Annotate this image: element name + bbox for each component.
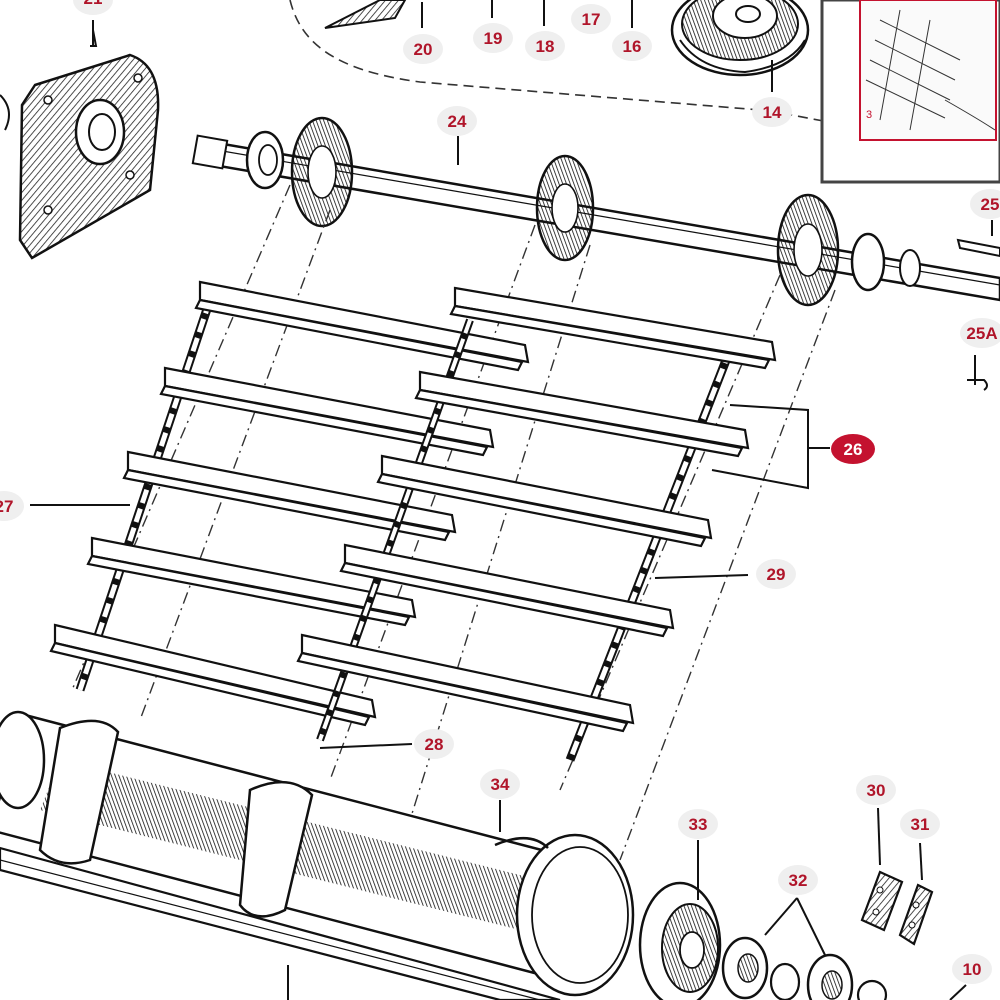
callout-17[interactable]: 17 [571,4,611,34]
right-chain-slat-assembly [296,286,777,762]
callout-24[interactable]: 24 [437,106,477,136]
callout-14[interactable]: 14 [752,97,792,127]
end-flange [638,881,722,1000]
callout-19[interactable]: 19 [473,23,513,53]
bearing-plate [0,29,160,260]
sprocket-right [776,193,840,307]
drum-roller [0,710,635,997]
bearing-nuts [721,936,888,1000]
callout-25[interactable]: 25 [970,189,1000,219]
svg-text:28: 28 [425,735,444,754]
callout-28[interactable]: 28 [414,729,454,759]
left-chain-slat-assembly [49,280,530,727]
svg-text:20: 20 [414,40,433,59]
callout-26-highlighted[interactable]: 26 [831,434,875,464]
svg-text:31: 31 [911,815,930,834]
leader-lines [30,0,993,1000]
svg-text:27: 27 [0,497,13,516]
small-plates [860,870,934,946]
callout-33[interactable]: 33 [678,809,718,839]
svg-text:32: 32 [789,871,808,890]
svg-text:25A: 25A [966,324,997,343]
callout-34[interactable]: 34 [480,769,520,799]
svg-text:33: 33 [689,815,708,834]
callout-29[interactable]: 29 [756,559,796,589]
svg-text:26: 26 [844,440,863,459]
svg-text:21: 21 [84,0,103,8]
callout-10[interactable]: 10 [952,954,992,984]
shaft-end-parts [956,238,1000,391]
callout-31[interactable]: 31 [900,809,940,839]
callout-32[interactable]: 32 [778,865,818,895]
svg-text:18: 18 [536,37,555,56]
thumbnail-label: 3 [866,109,872,121]
top-parts-group [324,0,810,77]
svg-text:29: 29 [767,565,786,584]
svg-text:25: 25 [981,195,1000,214]
bracket-part-20 [324,0,407,29]
callout-21[interactable]: 21 [73,0,113,15]
callout-16[interactable]: 16 [612,31,652,61]
sprocket-left [290,116,354,228]
svg-text:16: 16 [623,37,642,56]
callout-30[interactable]: 30 [856,775,896,805]
callout-27[interactable]: 27 [0,491,24,521]
callout-25A[interactable]: 25A [960,318,1000,348]
callout-18[interactable]: 18 [525,31,565,61]
svg-text:19: 19 [484,29,503,48]
svg-text:10: 10 [963,960,982,979]
inset-thumbnail: 3 [820,0,1000,184]
sprocket-middle [535,154,595,262]
svg-text:14: 14 [763,103,782,122]
callout-20[interactable]: 20 [403,34,443,64]
svg-text:34: 34 [491,775,510,794]
svg-text:30: 30 [867,781,886,800]
pulley-part-14 [670,0,810,77]
svg-text:17: 17 [582,10,601,29]
svg-text:24: 24 [448,112,467,131]
bottom-rail [0,846,561,1000]
